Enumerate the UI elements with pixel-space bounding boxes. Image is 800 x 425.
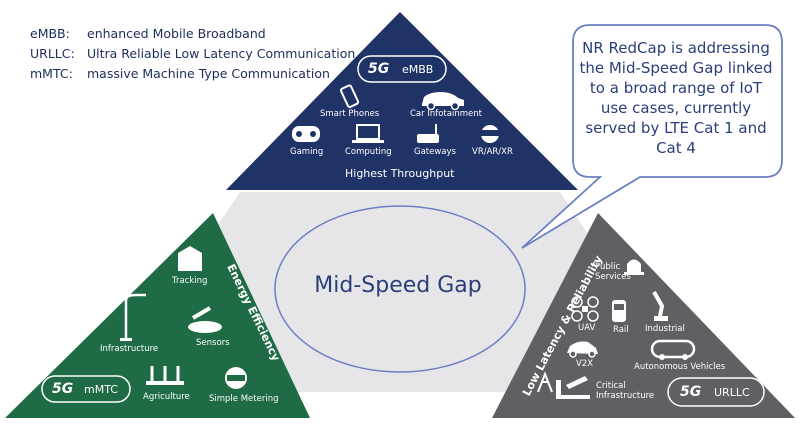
mmtc-badge (41, 375, 131, 403)
urllc-item-label: Rail (613, 325, 629, 335)
embb-item-label: Car Infotainment (410, 109, 482, 119)
legend-row-mmtc: mMTC: massive Machine Type Communication (30, 64, 355, 84)
embb-item-label: VR/AR/XR (472, 147, 513, 157)
mmtc-item-label: Tracking (172, 276, 208, 286)
smart-phone-icon (339, 84, 360, 108)
gamepad-icon (292, 126, 320, 142)
siren-icon (624, 259, 644, 275)
sensor-icon (188, 306, 222, 333)
mmtc-triangle (5, 213, 310, 418)
mmtc-item-label: Infrastructure (100, 344, 159, 354)
legend-row-embb: eMBB: enhanced Mobile Broadband (30, 24, 355, 44)
embb-item-label: Computing (345, 147, 392, 157)
legend-abbr: eMBB: (30, 26, 70, 41)
legend-text: Ultra Reliable Low Latency Communication (87, 46, 356, 61)
box-icon (178, 246, 202, 271)
acronym-legend: eMBB: enhanced Mobile Broadband URLLC: Ult… (30, 24, 355, 84)
drone-icon (571, 296, 599, 322)
street-light-icon (120, 293, 146, 341)
urllc-item-label: Public Services (595, 262, 631, 282)
mmtc-item-label: Agriculture (143, 392, 190, 402)
autonomous-vehicle-icon (650, 339, 696, 360)
embb-badge (357, 55, 447, 83)
urllc-triangle (492, 213, 795, 418)
mmtc-item-label: Simple Metering (209, 394, 279, 404)
urllc-5g-logo: 5G (680, 384, 702, 400)
embb-badge-label: eMBB (402, 63, 434, 76)
mid-speed-gap-ellipse (274, 205, 526, 373)
mmtc-badge-label: mMTC (84, 383, 118, 396)
embb-triangle (226, 12, 578, 190)
v2x-car-icon (567, 341, 598, 358)
car-icon (422, 92, 464, 111)
urllc-badge (667, 377, 765, 407)
embb-item-label: Gaming (290, 147, 324, 157)
power-tower-icon (537, 371, 553, 393)
embb-footer: Highest Throughput (345, 167, 455, 180)
robot-arm-icon (652, 291, 668, 321)
embb-item-label: Gateways (414, 147, 456, 157)
meter-icon (225, 367, 247, 389)
mmtc-5g-logo: 5G (52, 381, 74, 397)
urllc-item-label: Autonomous Vehicles (634, 362, 726, 372)
train-icon (612, 300, 626, 322)
callout-bubble (521, 24, 783, 249)
legend-abbr: URLLC: (30, 46, 75, 61)
vr-headset-icon (481, 125, 499, 143)
legend-text: massive Machine Type Communication (87, 66, 330, 81)
gap-background (175, 192, 625, 392)
legend-abbr: mMTC: (30, 66, 73, 81)
callout-text: NR RedCap is addressing the Mid-Speed Ga… (579, 39, 773, 157)
mmtc-item-label: Sensors (196, 338, 230, 348)
agriculture-icon (146, 366, 184, 385)
embb-5g-logo: 5G (368, 61, 390, 77)
urllc-item-label: V2X (576, 359, 594, 369)
airport-icon (556, 376, 590, 399)
embb-item-label: Smart Phones (320, 109, 380, 119)
legend-text: enhanced Mobile Broadband (87, 26, 266, 41)
urllc-item-label: Industrial (645, 324, 685, 334)
urllc-item-label: Critical Infrastructure (596, 381, 655, 401)
router-icon (417, 124, 439, 143)
urllc-badge-label: URLLC (714, 386, 750, 399)
legend-row-urllc: URLLC: Ultra Reliable Low Latency Communi… (30, 44, 355, 64)
urllc-item-label: UAV (578, 323, 596, 333)
mid-speed-gap-label: Mid-Speed Gap (314, 273, 482, 298)
laptop-icon (352, 124, 384, 143)
